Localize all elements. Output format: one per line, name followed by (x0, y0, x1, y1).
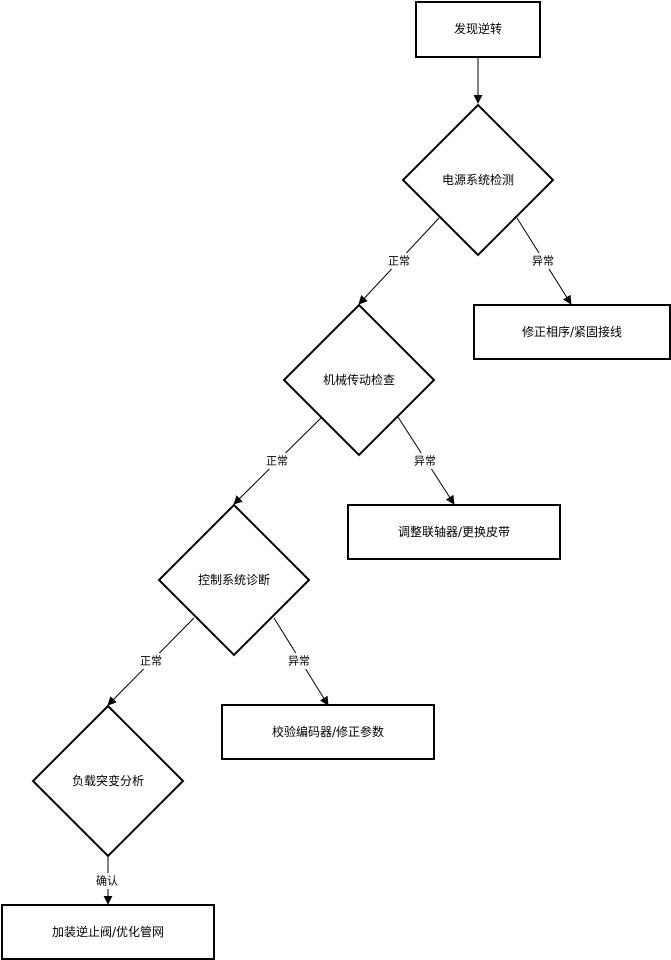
edge-label-power-abnormal: 异常 (532, 255, 554, 268)
control-check-decision[interactable]: 控制系统诊断 (157, 503, 311, 657)
fix-coupling-label: 调整联轴器/更换皮带 (398, 524, 510, 539)
edge-label-mech-abnormal: 异常 (414, 455, 436, 468)
fix-valve-node[interactable]: 加装逆止阀/优化管网 (1, 904, 215, 960)
fix-coupling-node[interactable]: 调整联轴器/更换皮带 (347, 504, 561, 560)
edge-label-load-confirm: 确认 (96, 875, 118, 888)
fix-encoder-node[interactable]: 校验编码器/修正参数 (221, 704, 435, 760)
load-check-label: 负载突变分析 (72, 773, 144, 788)
control-check-label: 控制系统诊断 (198, 572, 270, 587)
start-node-label: 发现逆转 (454, 21, 502, 36)
edge-label-power-normal: 正常 (388, 255, 410, 268)
power-check-decision[interactable]: 电源系统检测 (401, 103, 555, 257)
load-check-decision[interactable]: 负载突变分析 (31, 704, 185, 858)
fix-valve-label: 加装逆止阀/优化管网 (52, 924, 164, 939)
mech-check-label: 机械传动检查 (323, 372, 395, 387)
edge-label-mech-normal: 正常 (266, 455, 288, 468)
mech-check-decision[interactable]: 机械传动检查 (282, 303, 436, 457)
power-check-label: 电源系统检测 (442, 172, 514, 187)
edge-label-control-normal: 正常 (140, 655, 162, 668)
fix-encoder-label: 校验编码器/修正参数 (272, 724, 384, 739)
edge-labels: 正常 异常 正常 异常 正常 异常 确认 (94, 253, 556, 889)
start-node[interactable]: 发现逆转 (415, 1, 541, 58)
edge-label-control-abnormal: 异常 (288, 655, 310, 668)
fix-phase-label: 修正相序/紧固接线 (522, 324, 622, 339)
fix-phase-node[interactable]: 修正相序/紧固接线 (473, 304, 671, 360)
